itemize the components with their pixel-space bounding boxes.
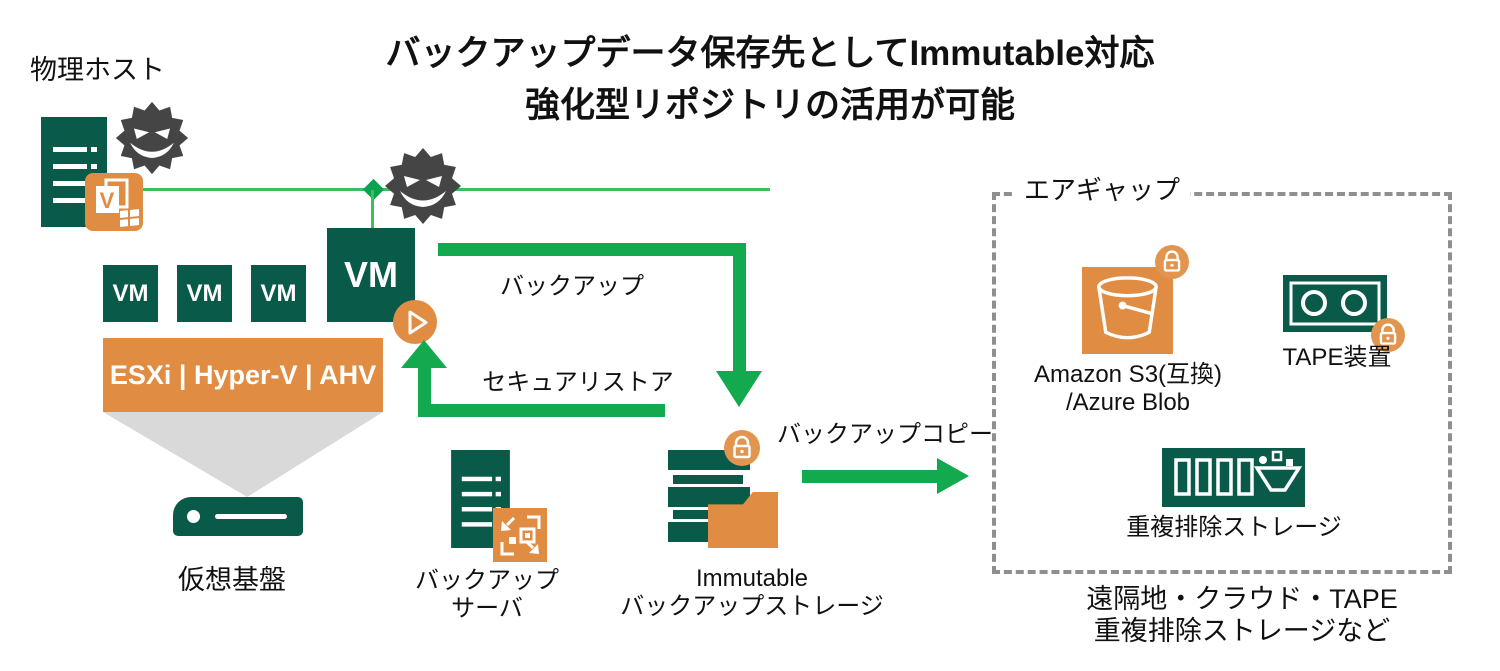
svg-text:V: V [100,188,115,213]
dedupe-storage-icon [1162,448,1305,507]
airgap-footer-1: 遠隔地・クラウド・TAPE [1086,584,1398,614]
backup-arrow-vertical [733,243,746,373]
s3-lock-icon [1155,245,1189,279]
backup-server-badge-icon [493,508,547,562]
dedupe-label: 重複排除ストレージ [1126,514,1342,541]
physical-host-label: 物理ホスト [30,55,165,85]
vm-label: VM [260,279,297,307]
secure-restore-label: セキュアリストア [482,369,674,396]
funnel-shape [103,412,383,497]
malware-icon [114,100,190,176]
backup-server-label-1: バックアップ [415,567,559,594]
vm-box-2: VM [177,265,232,322]
title-line-2: 強化型リポジトリの活用が可能 [524,86,1015,125]
restore-arrowhead [401,340,447,368]
hypervisor-bar: ESXi | Hyper-V | AHV [103,338,383,412]
immutable-storage-label-1: Immutable [695,565,809,592]
tape-lock-icon [1371,318,1405,352]
virtual-platform-label: 仮想基盤 [178,565,286,595]
hypervisor-label: ESXi | Hyper-V | AHV [109,359,377,390]
vm-box-3: VM [251,265,306,322]
air-gap-label: エアギャップ [1014,176,1191,205]
backup-arrow-horizontal [438,243,746,256]
s3-label-2: /Azure Blob [1065,389,1191,416]
malware-icon-2 [383,146,463,226]
restore-arrow-vertical [418,366,431,411]
title-line-1: バックアップデータ保存先としてImmutable対応 [385,34,1155,73]
lock-icon [724,430,760,466]
backup-flow-label: バックアップ [500,273,644,300]
backup-copy-label: バックアップコピー [777,421,993,448]
veeam-agent-icon: V [85,173,143,231]
tape-icon [1283,275,1387,332]
vm-label: VM [344,254,398,295]
storage-disk-icon [173,497,303,536]
vm-box-1: VM [103,265,158,322]
air-gap-box [992,192,1452,574]
immutable-storage-label-2: バックアップストレージ [620,593,884,620]
backup-server-label-2: サーバ [451,595,523,622]
backup-copy-arrowhead [937,458,969,494]
diagram-title: バックアップデータ保存先としてImmutable対応 強化型リポジトリの活用が可… [90,28,1450,132]
s3-bucket-icon [1082,267,1173,354]
play-icon [393,300,437,344]
airgap-footer-2: 重複排除ストレージなど [1093,616,1391,646]
backup-copy-arrow [802,470,937,483]
immutable-storage-icon [668,430,780,550]
vm-label: VM [186,279,223,307]
vm-label: VM [112,279,149,307]
s3-label-1: Amazon S3(互換) [1033,361,1223,388]
tape-label: TAPE装置 [1282,344,1392,371]
network-drop-line [371,190,374,232]
restore-arrow-horizontal [418,404,665,417]
backup-arrowhead [716,371,762,407]
